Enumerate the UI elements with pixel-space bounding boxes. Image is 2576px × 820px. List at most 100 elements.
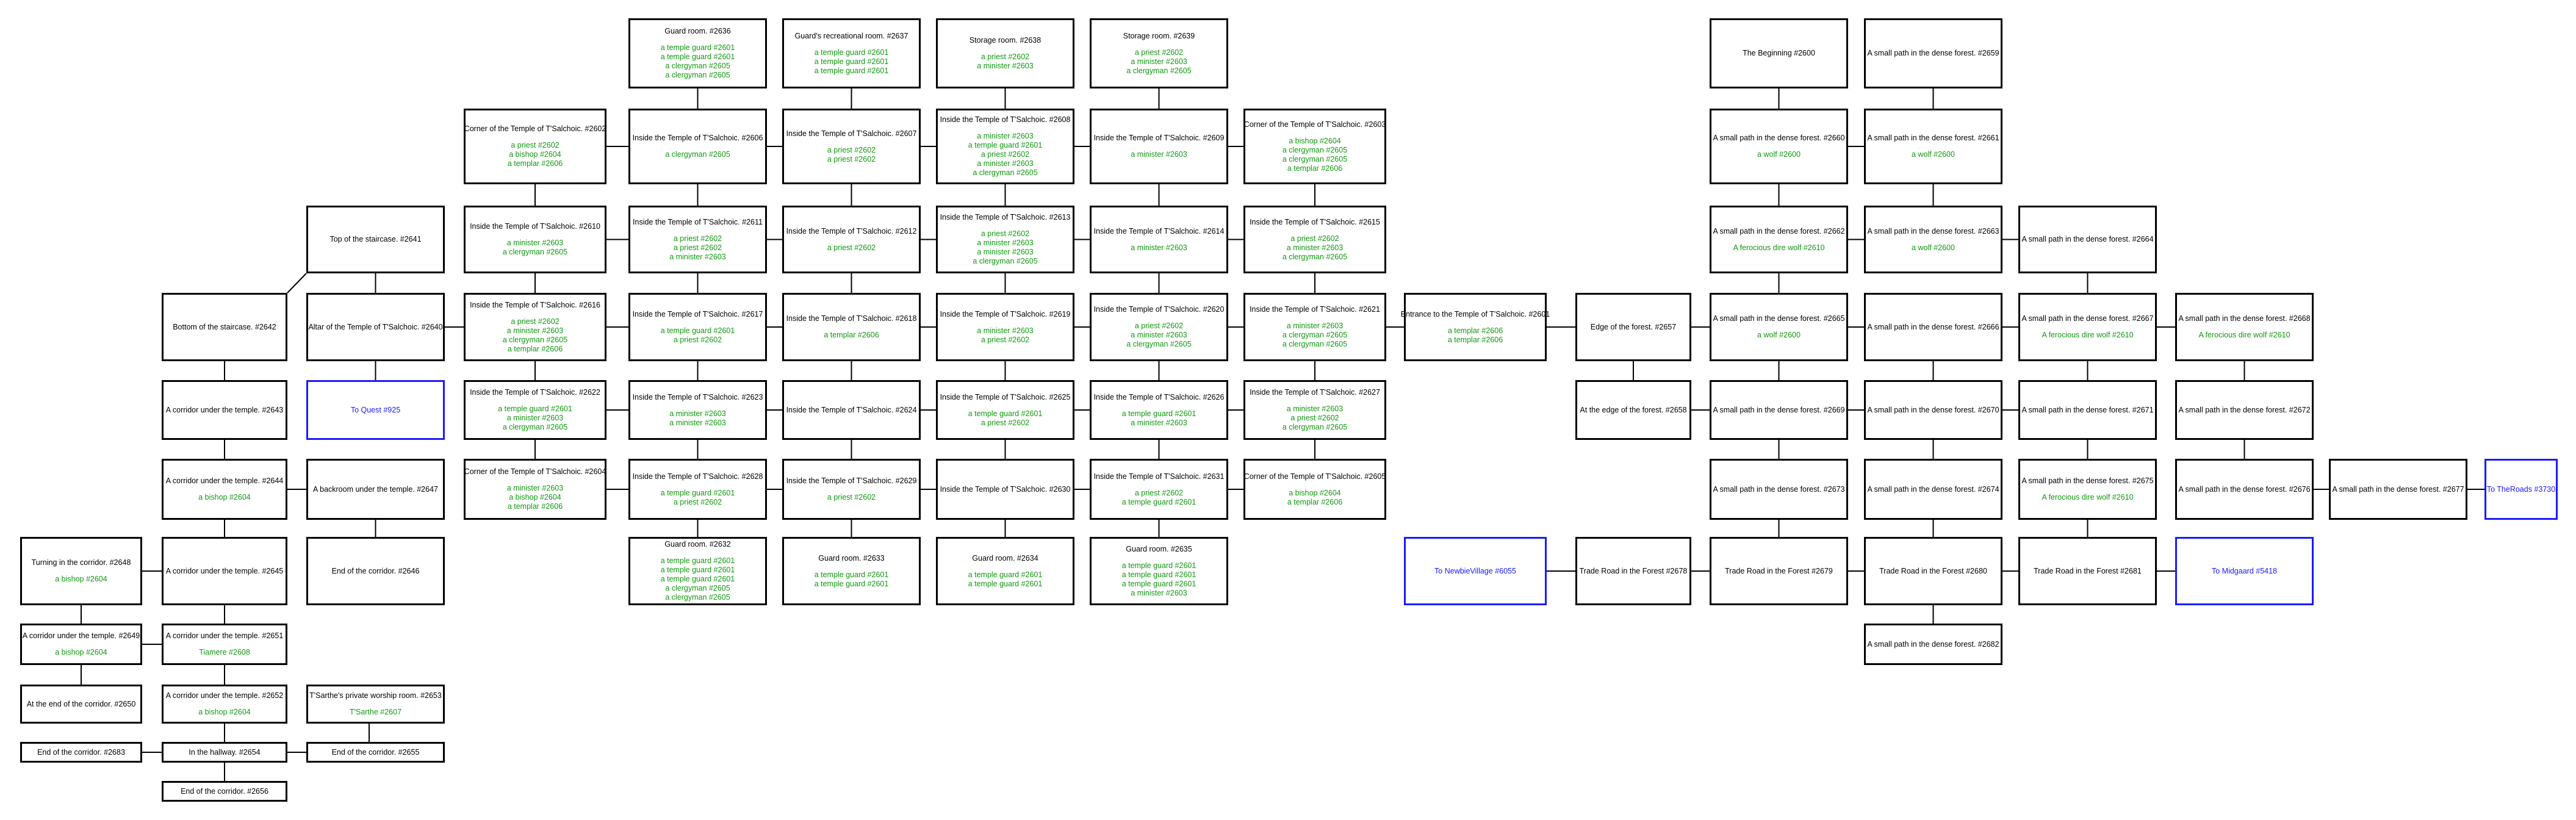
- room-end-of-corridor-2683[interactable]: End of the corridor. #2683: [20, 742, 142, 763]
- room-trade-road-2679[interactable]: Trade Road in the Forest #2679: [1710, 537, 1848, 605]
- room-temple-corner-2603[interactable]: Corner of the Temple of T'Salchoic. #260…: [1243, 109, 1386, 184]
- room-forest-path-2674[interactable]: A small path in the dense forest. #2674: [1864, 459, 2002, 520]
- room-temple-inside-2630[interactable]: Inside the Temple of T'Salchoic. #2630: [936, 459, 1074, 520]
- room-end-of-corridor-2650[interactable]: At the end of the corridor. #2650: [20, 685, 142, 724]
- room-forest-path-2682[interactable]: A small path in the dense forest. #2682: [1864, 624, 2002, 665]
- room-corridor-2643[interactable]: A corridor under the temple. #2643: [162, 380, 287, 440]
- room-altar-of-temple-2640[interactable]: Altar of the Temple of T'Salchoic. #2640: [306, 293, 445, 361]
- exit-to-midgaard-5418[interactable]: To Midgaard #5418: [2175, 537, 2314, 605]
- room-temple-entrance-2601[interactable]: Entrance to the Temple of T'Salchoic. #2…: [1401, 293, 1550, 361]
- room-end-of-corridor-2656[interactable]: End of the corridor. #2656: [162, 781, 287, 802]
- room-title: Inside the Temple of T'Salchoic. #2625: [940, 392, 1071, 401]
- room-forest-path-2669[interactable]: A small path in the dense forest. #2669: [1710, 380, 1848, 440]
- room-temple-corner-2604[interactable]: Corner of the Temple of T'Salchoic. #260…: [464, 459, 606, 520]
- room-title: At the end of the corridor. #2650: [26, 699, 136, 708]
- room-forest-path-2671[interactable]: A small path in the dense forest. #2671: [2018, 380, 2157, 440]
- room-top-of-staircase-2641[interactable]: Top of the staircase. #2641: [306, 206, 445, 273]
- room-trade-road-2680[interactable]: Trade Road in the Forest #2680: [1864, 537, 2002, 605]
- room-bottom-of-staircase-2642[interactable]: Bottom of the staircase. #2642: [162, 293, 287, 361]
- room-the-beginning-2600[interactable]: The Beginning #2600: [1710, 18, 1848, 88]
- room-forest-path-2672[interactable]: A small path in the dense forest. #2672: [2175, 380, 2314, 440]
- mob-entry: a minister #2603: [669, 252, 726, 261]
- exit-to-quest-925[interactable]: To Quest #925: [306, 380, 445, 440]
- mob-entry: a temple guard #2601: [1121, 561, 1196, 570]
- room-backroom-2647[interactable]: A backroom under the temple. #2647: [306, 459, 445, 520]
- mob-entry: a minister #2603: [1131, 588, 1187, 597]
- room-forest-path-2664[interactable]: A small path in the dense forest. #2664: [2018, 206, 2157, 273]
- exit-to-newbievillage-6055[interactable]: To NewbieVillage #6055: [1404, 537, 1547, 605]
- exit-to-theroads-3730[interactable]: To TheRoads #3730: [2484, 459, 2558, 520]
- room-forest-path-2659[interactable]: A small path in the dense forest. #2659: [1864, 18, 2002, 88]
- room-temple-corner-2602[interactable]: Corner of the Temple of T'Salchoic. #260…: [464, 109, 606, 184]
- room-forest-path-2673[interactable]: A small path in the dense forest. #2673: [1710, 459, 1848, 520]
- room-forest-path-2670[interactable]: A small path in the dense forest. #2670: [1864, 380, 2002, 440]
- room-trade-road-2678[interactable]: Trade Road in the Forest #2678: [1575, 537, 1691, 605]
- room-forest-path-2666[interactable]: A small path in the dense forest. #2666: [1864, 293, 2002, 361]
- room-title: Guard room. #2632: [664, 540, 731, 548]
- mob-entry: a priest #2602: [511, 317, 559, 326]
- room-end-of-corridor-2646[interactable]: End of the corridor. #2646: [306, 537, 445, 605]
- room-trade-road-2681[interactable]: Trade Road in the Forest #2681: [2018, 537, 2157, 605]
- room-forest-path-2676[interactable]: A small path in the dense forest. #2676: [2175, 459, 2314, 520]
- room-title: The Beginning #2600: [1743, 49, 1815, 57]
- room-corridor-2645[interactable]: A corridor under the temple. #2645: [162, 537, 287, 605]
- room-temple-inside-2624[interactable]: Inside the Temple of T'Salchoic. #2624: [782, 380, 921, 440]
- room-edge-of-forest-2657[interactable]: Edge of the forest. #2657: [1575, 293, 1691, 361]
- room-in-the-hallway-2654[interactable]: In the hallway. #2654: [162, 742, 287, 763]
- room-temple-corner-2605[interactable]: Corner of the Temple of T'Salchoic. #260…: [1243, 459, 1386, 520]
- room-title: End of the corridor. #2646: [331, 566, 420, 575]
- room-at-edge-of-forest-2658[interactable]: At the edge of the forest. #2658: [1575, 380, 1691, 440]
- mob-entry: a wolf #2600: [1912, 150, 1955, 159]
- room-end-of-corridor-2655[interactable]: End of the corridor. #2655: [306, 742, 445, 763]
- mob-entry: a clergyman #2605: [665, 584, 730, 592]
- room-forest-path-2677[interactable]: A small path in the dense forest. #2677: [2329, 459, 2467, 520]
- room-title: Guard's recreational room. #2637: [794, 31, 908, 40]
